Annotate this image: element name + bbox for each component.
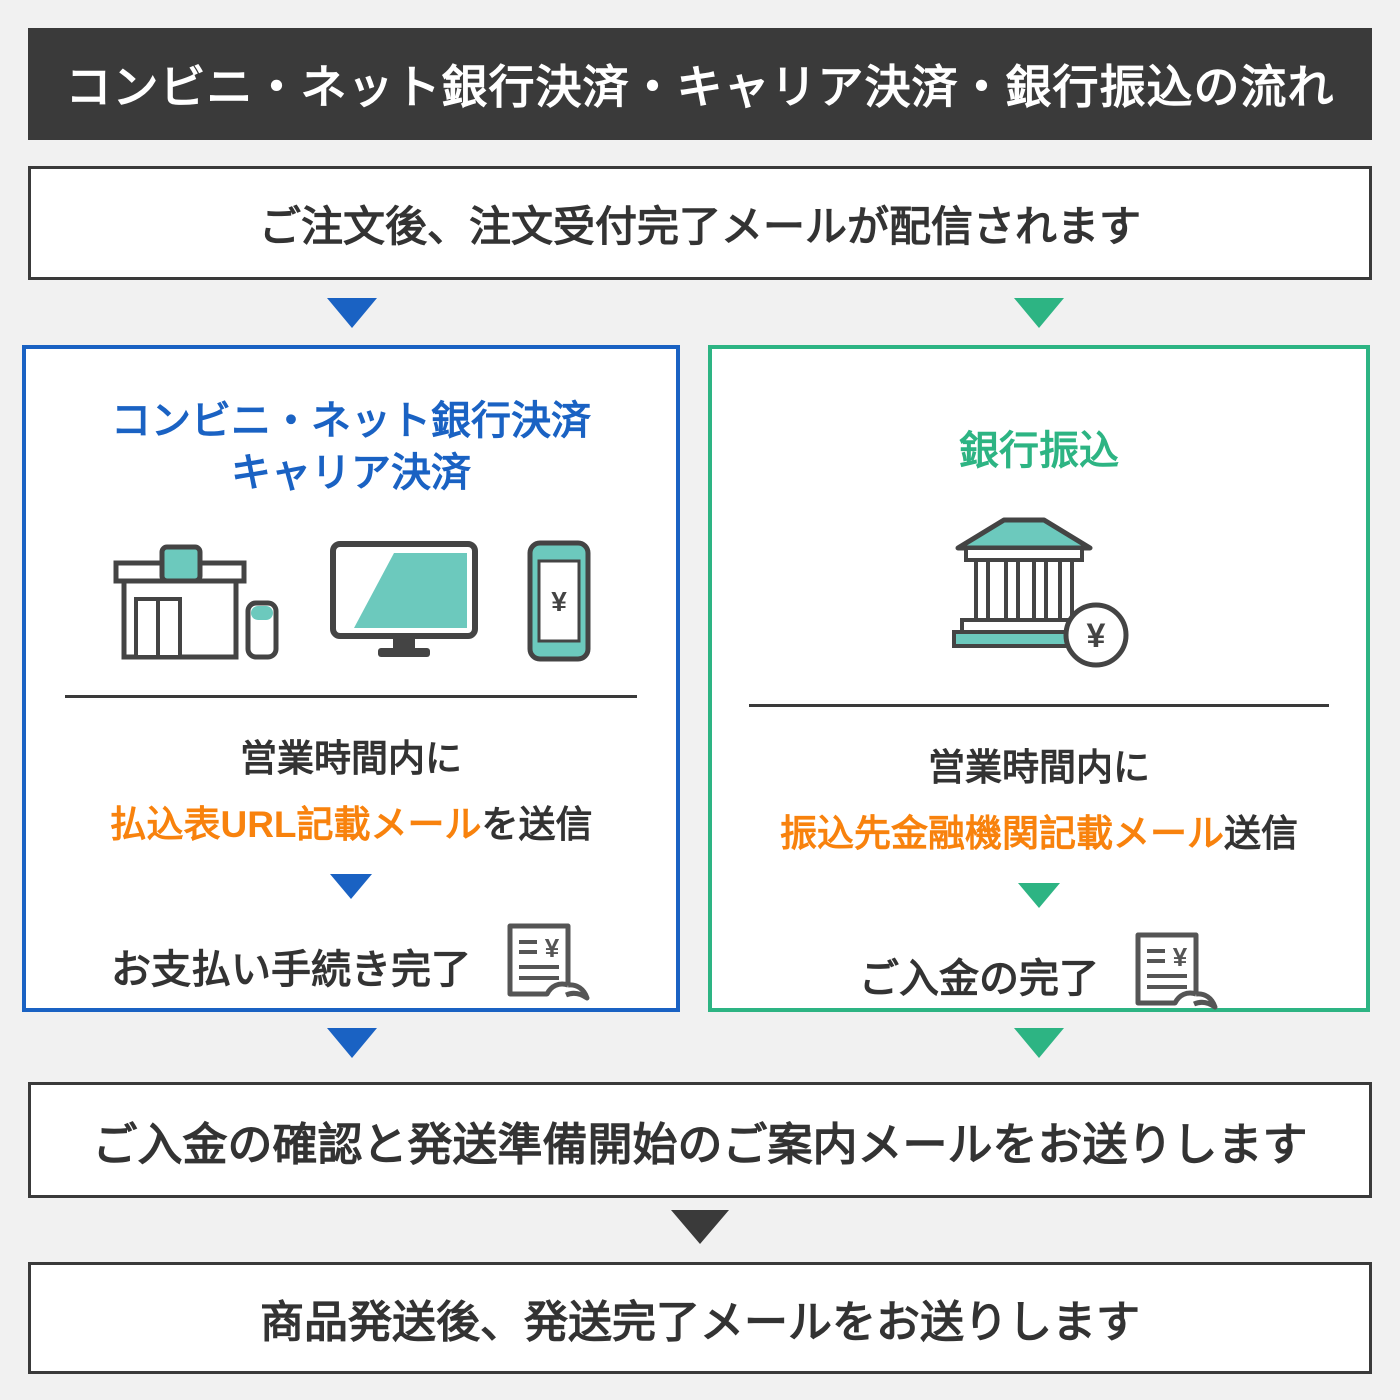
panel-left-title: コンビニ・ネット銀行決済 キャリア決済 (111, 395, 591, 499)
arrow-down-blue-inner-icon (330, 874, 372, 899)
step-order-text: ご注文後、注文受付完了メールが配信されます (258, 202, 1141, 250)
right-divider (749, 704, 1329, 707)
arrow-down-blue-bottom-icon (327, 1028, 377, 1058)
arrow-down-green-top-icon (1014, 298, 1064, 328)
arrow-down-green-bottom-icon (1014, 1028, 1064, 1058)
left-done-text: お支払い手続き完了 (111, 948, 471, 992)
left-mail-text: 払込表URL記載メールを送信 (109, 794, 592, 848)
right-hours-text: 営業時間内に (928, 747, 1150, 788)
step-ship-box: 商品発送後、発送完了メールをお送りします (28, 1262, 1372, 1374)
left-done-row: お支払い手続き完了 ¥ (111, 919, 591, 1013)
page-title: コンビニ・ネット銀行決済・キャリア決済・銀行振込の流れ (28, 28, 1372, 140)
bank-yen-symbol: ¥ (1087, 617, 1106, 655)
left-hours-text: 営業時間内に (240, 738, 462, 779)
panel-left-title-line1: コンビニ・ネット銀行決済 (111, 399, 591, 443)
receipt-icon: ¥ (1135, 932, 1218, 1010)
pc-monitor-icon (330, 541, 478, 657)
right-mail-text: 振込先金融機関記載メール送信 (780, 803, 1298, 857)
page-title-text: コンビニ・ネット銀行決済・キャリア決済・銀行振込の流れ (65, 61, 1335, 113)
step-confirm-text: ご入金の確認と発送準備開始のご案内メールをお送りします (92, 1118, 1308, 1170)
panel-bank-transfer: 銀行振込 ¥ 営業時間内に 振込先金融機関記載メール送信 ご入金の完了 (708, 345, 1370, 1012)
left-mail-highlight: 払込表URL記載メール (109, 804, 482, 845)
bank-icon: ¥ (952, 517, 1129, 668)
payment-method-icons: ¥ (110, 539, 592, 663)
arrow-down-green-inner-icon (1018, 883, 1060, 908)
arrow-down-blue-top-icon (327, 298, 377, 328)
panel-conveni-carrier: コンビニ・ネット銀行決済 キャリア決済 ¥ (22, 345, 680, 1012)
left-mail-suffix: を送信 (481, 804, 593, 845)
smartphone-icon: ¥ (527, 540, 591, 662)
arrow-down-dark-icon (671, 1210, 729, 1244)
bank-icon-wrap: ¥ (948, 515, 1130, 672)
right-mail-highlight: 振込先金融機関記載メール (780, 813, 1224, 854)
receipt-icon: ¥ (507, 923, 590, 1001)
step-confirm-box: ご入金の確認と発送準備開始のご案内メールをお送りします (28, 1082, 1372, 1198)
step-ship-text: 商品発送後、発送完了メールをお送りします (260, 1298, 1140, 1347)
right-done-row: ご入金の完了 ¥ (859, 928, 1219, 1022)
smartphone-yen-symbol: ¥ (551, 586, 567, 617)
panel-right-title: 銀行振込 (959, 425, 1119, 477)
panel-right-title-text: 銀行振込 (959, 429, 1119, 473)
panel-left-title-line2: キャリア決済 (231, 451, 471, 495)
receipt-yen-symbol: ¥ (545, 933, 560, 963)
right-mail-suffix: 送信 (1224, 813, 1298, 854)
left-divider (65, 695, 637, 698)
convenience-store-icon (113, 544, 279, 660)
receipt-yen-symbol: ¥ (1173, 942, 1188, 972)
step-order-box: ご注文後、注文受付完了メールが配信されます (28, 166, 1372, 280)
right-done-text: ご入金の完了 (859, 957, 1099, 1001)
